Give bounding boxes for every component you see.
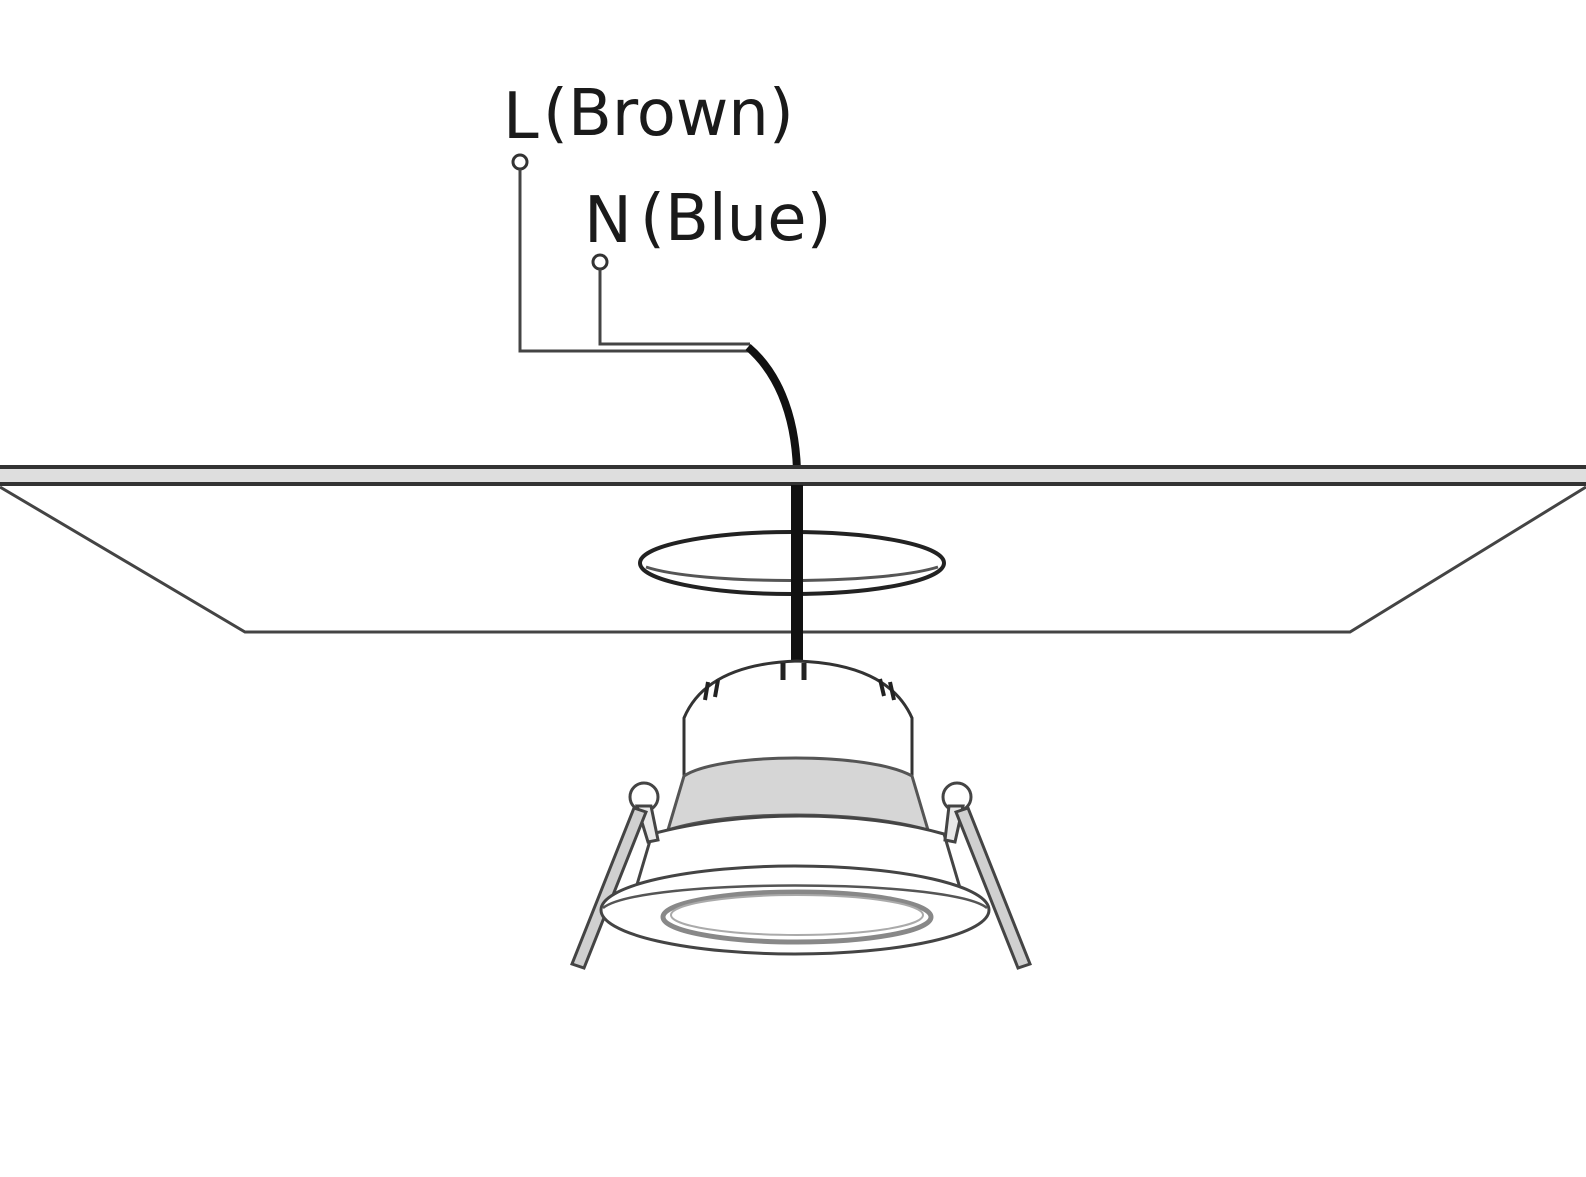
live-terminal-letter: L bbox=[503, 80, 539, 154]
spring-clips bbox=[570, 781, 1032, 970]
neutral-label: N (Blue) bbox=[584, 182, 832, 258]
neutral-terminal-icon bbox=[591, 253, 609, 271]
supply-wires bbox=[518, 169, 750, 353]
supply-cable bbox=[745, 343, 801, 471]
live-terminal-icon bbox=[511, 153, 529, 171]
lens bbox=[660, 889, 934, 945]
neutral-color-note: (Blue) bbox=[640, 182, 832, 256]
live-label: L (Brown) bbox=[503, 77, 794, 154]
driver-housing bbox=[682, 659, 914, 776]
live-color-note: (Brown) bbox=[543, 77, 794, 151]
neutral-terminal-letter: N bbox=[584, 184, 632, 258]
